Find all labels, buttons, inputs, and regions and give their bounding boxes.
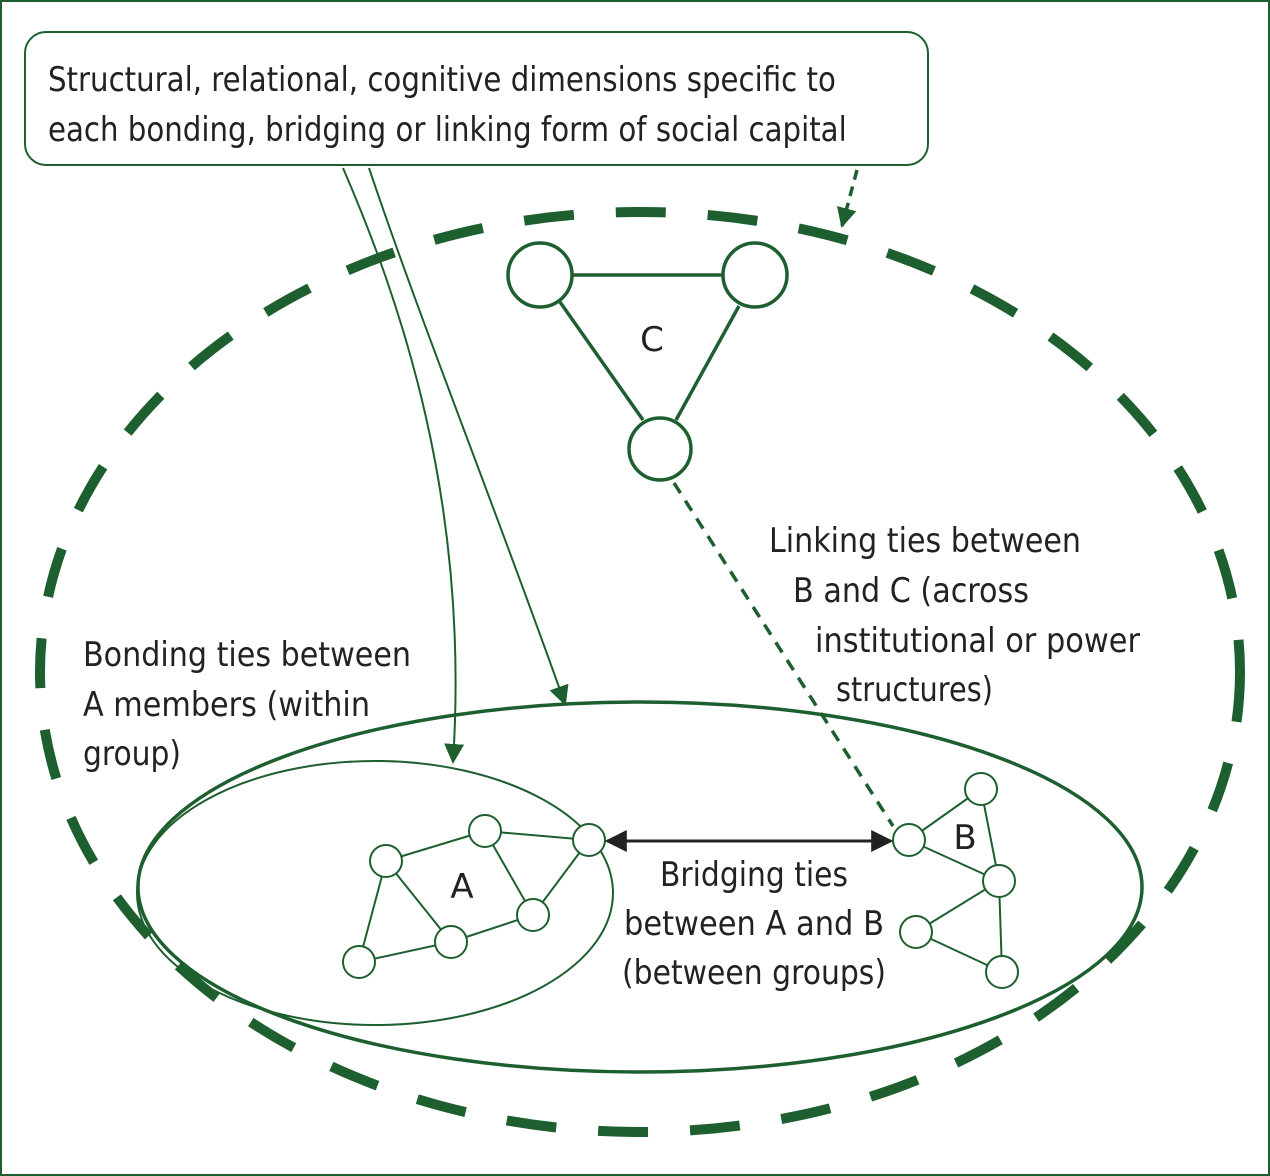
node-a2	[468, 814, 502, 848]
node-a1	[369, 844, 403, 878]
node-b4	[899, 915, 933, 949]
node-c1	[506, 241, 574, 309]
group-b-network	[892, 772, 1019, 989]
node-b2	[964, 772, 998, 806]
svg-text:Bridging ties: Bridging ties	[660, 855, 848, 895]
node-b1	[892, 823, 926, 857]
node-b3	[982, 864, 1016, 898]
edge	[385, 830, 486, 862]
node-label-c: C	[640, 320, 664, 360]
svg-text:structures): structures)	[836, 670, 993, 710]
svg-text:Linking ties between: Linking ties between	[769, 521, 1081, 561]
node-a6	[342, 945, 376, 979]
edge	[558, 300, 645, 422]
pointer-to-linking	[836, 169, 859, 228]
node-label-b: B	[953, 818, 976, 858]
node-label-a: A	[450, 867, 473, 907]
node-a5	[434, 925, 468, 959]
group-a-network	[342, 814, 606, 979]
svg-text:(between groups): (between groups)	[622, 953, 886, 993]
edge	[358, 860, 387, 963]
edge	[484, 830, 590, 841]
svg-text:group): group)	[83, 734, 181, 774]
linking-boundary-ellipse	[35, 207, 1245, 1137]
svg-text:A members (within: A members (within	[83, 685, 370, 725]
svg-text:between A and B: between A and B	[624, 904, 884, 944]
callout-line-2: each bonding, bridging or linking form o…	[48, 110, 847, 150]
node-c3	[627, 416, 693, 482]
svg-text:B and C (across: B and C (across	[793, 571, 1029, 611]
node-c2	[721, 241, 789, 309]
callout-text: Structural, relational, cognitive dimens…	[48, 55, 847, 155]
node-a3	[572, 823, 606, 857]
linking-label: Linking ties between B and C (across ins…	[769, 521, 1140, 710]
group-c-network	[506, 241, 789, 482]
svg-text:Bonding ties between: Bonding ties between	[83, 635, 411, 675]
bridging-label: Bridging ties between A and B (between g…	[622, 855, 886, 993]
edge	[385, 860, 452, 943]
node-a4	[516, 898, 550, 932]
pointer-to-bonding	[342, 167, 465, 764]
node-b5	[985, 955, 1019, 989]
callout-line-1: Structural, relational, cognitive dimens…	[48, 60, 836, 100]
pointer-to-bridging	[368, 167, 569, 706]
dimensions-callout: Structural, relational, cognitive dimens…	[24, 31, 929, 166]
edge	[674, 305, 741, 421]
bonding-label: Bonding ties between A members (within g…	[83, 635, 411, 774]
bonding-ellipse	[136, 760, 614, 1026]
linking-tie-line	[672, 482, 895, 827]
svg-text:institutional or power: institutional or power	[815, 621, 1140, 661]
